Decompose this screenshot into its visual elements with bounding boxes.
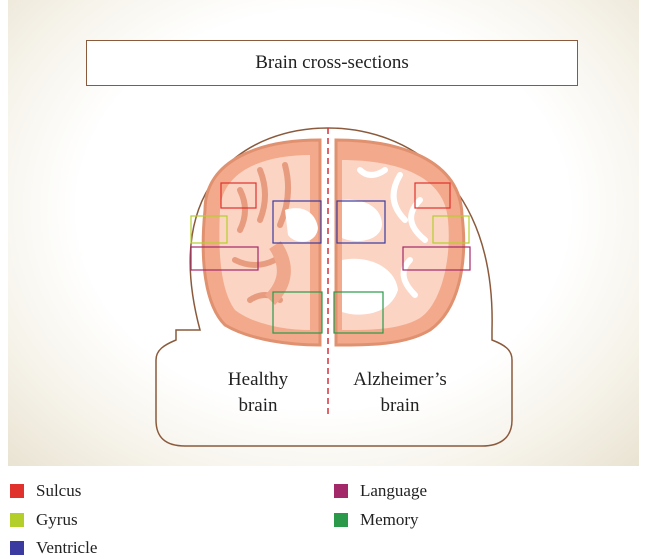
legend-label: Ventricle	[36, 538, 97, 558]
legend-item-ventricle: Ventricle	[10, 537, 97, 559]
legend-item-memory: Memory	[334, 509, 419, 531]
legend-item-gyrus: Gyrus	[10, 509, 78, 531]
healthy-label-line2: brain	[208, 393, 308, 419]
memory-swatch	[334, 513, 348, 527]
legend-item-language: Language	[334, 480, 427, 502]
legend-item-sulcus: Sulcus	[10, 480, 81, 502]
language-swatch	[334, 484, 348, 498]
gyrus-swatch	[10, 513, 24, 527]
ventricle-swatch	[10, 541, 24, 555]
legend-label: Memory	[360, 510, 419, 530]
alzheimer-label-line1: Alzheimer’s	[340, 367, 460, 393]
legend-label: Sulcus	[36, 481, 81, 501]
alzheimer-brain-label: Alzheimer’s brain	[340, 367, 460, 419]
legend-label: Gyrus	[36, 510, 78, 530]
sulcus-swatch	[10, 484, 24, 498]
healthy-label-line1: Healthy	[208, 367, 308, 393]
alzheimer-label-line2: brain	[340, 393, 460, 419]
legend-label: Language	[360, 481, 427, 501]
healthy-brain-label: Healthy brain	[208, 367, 308, 419]
